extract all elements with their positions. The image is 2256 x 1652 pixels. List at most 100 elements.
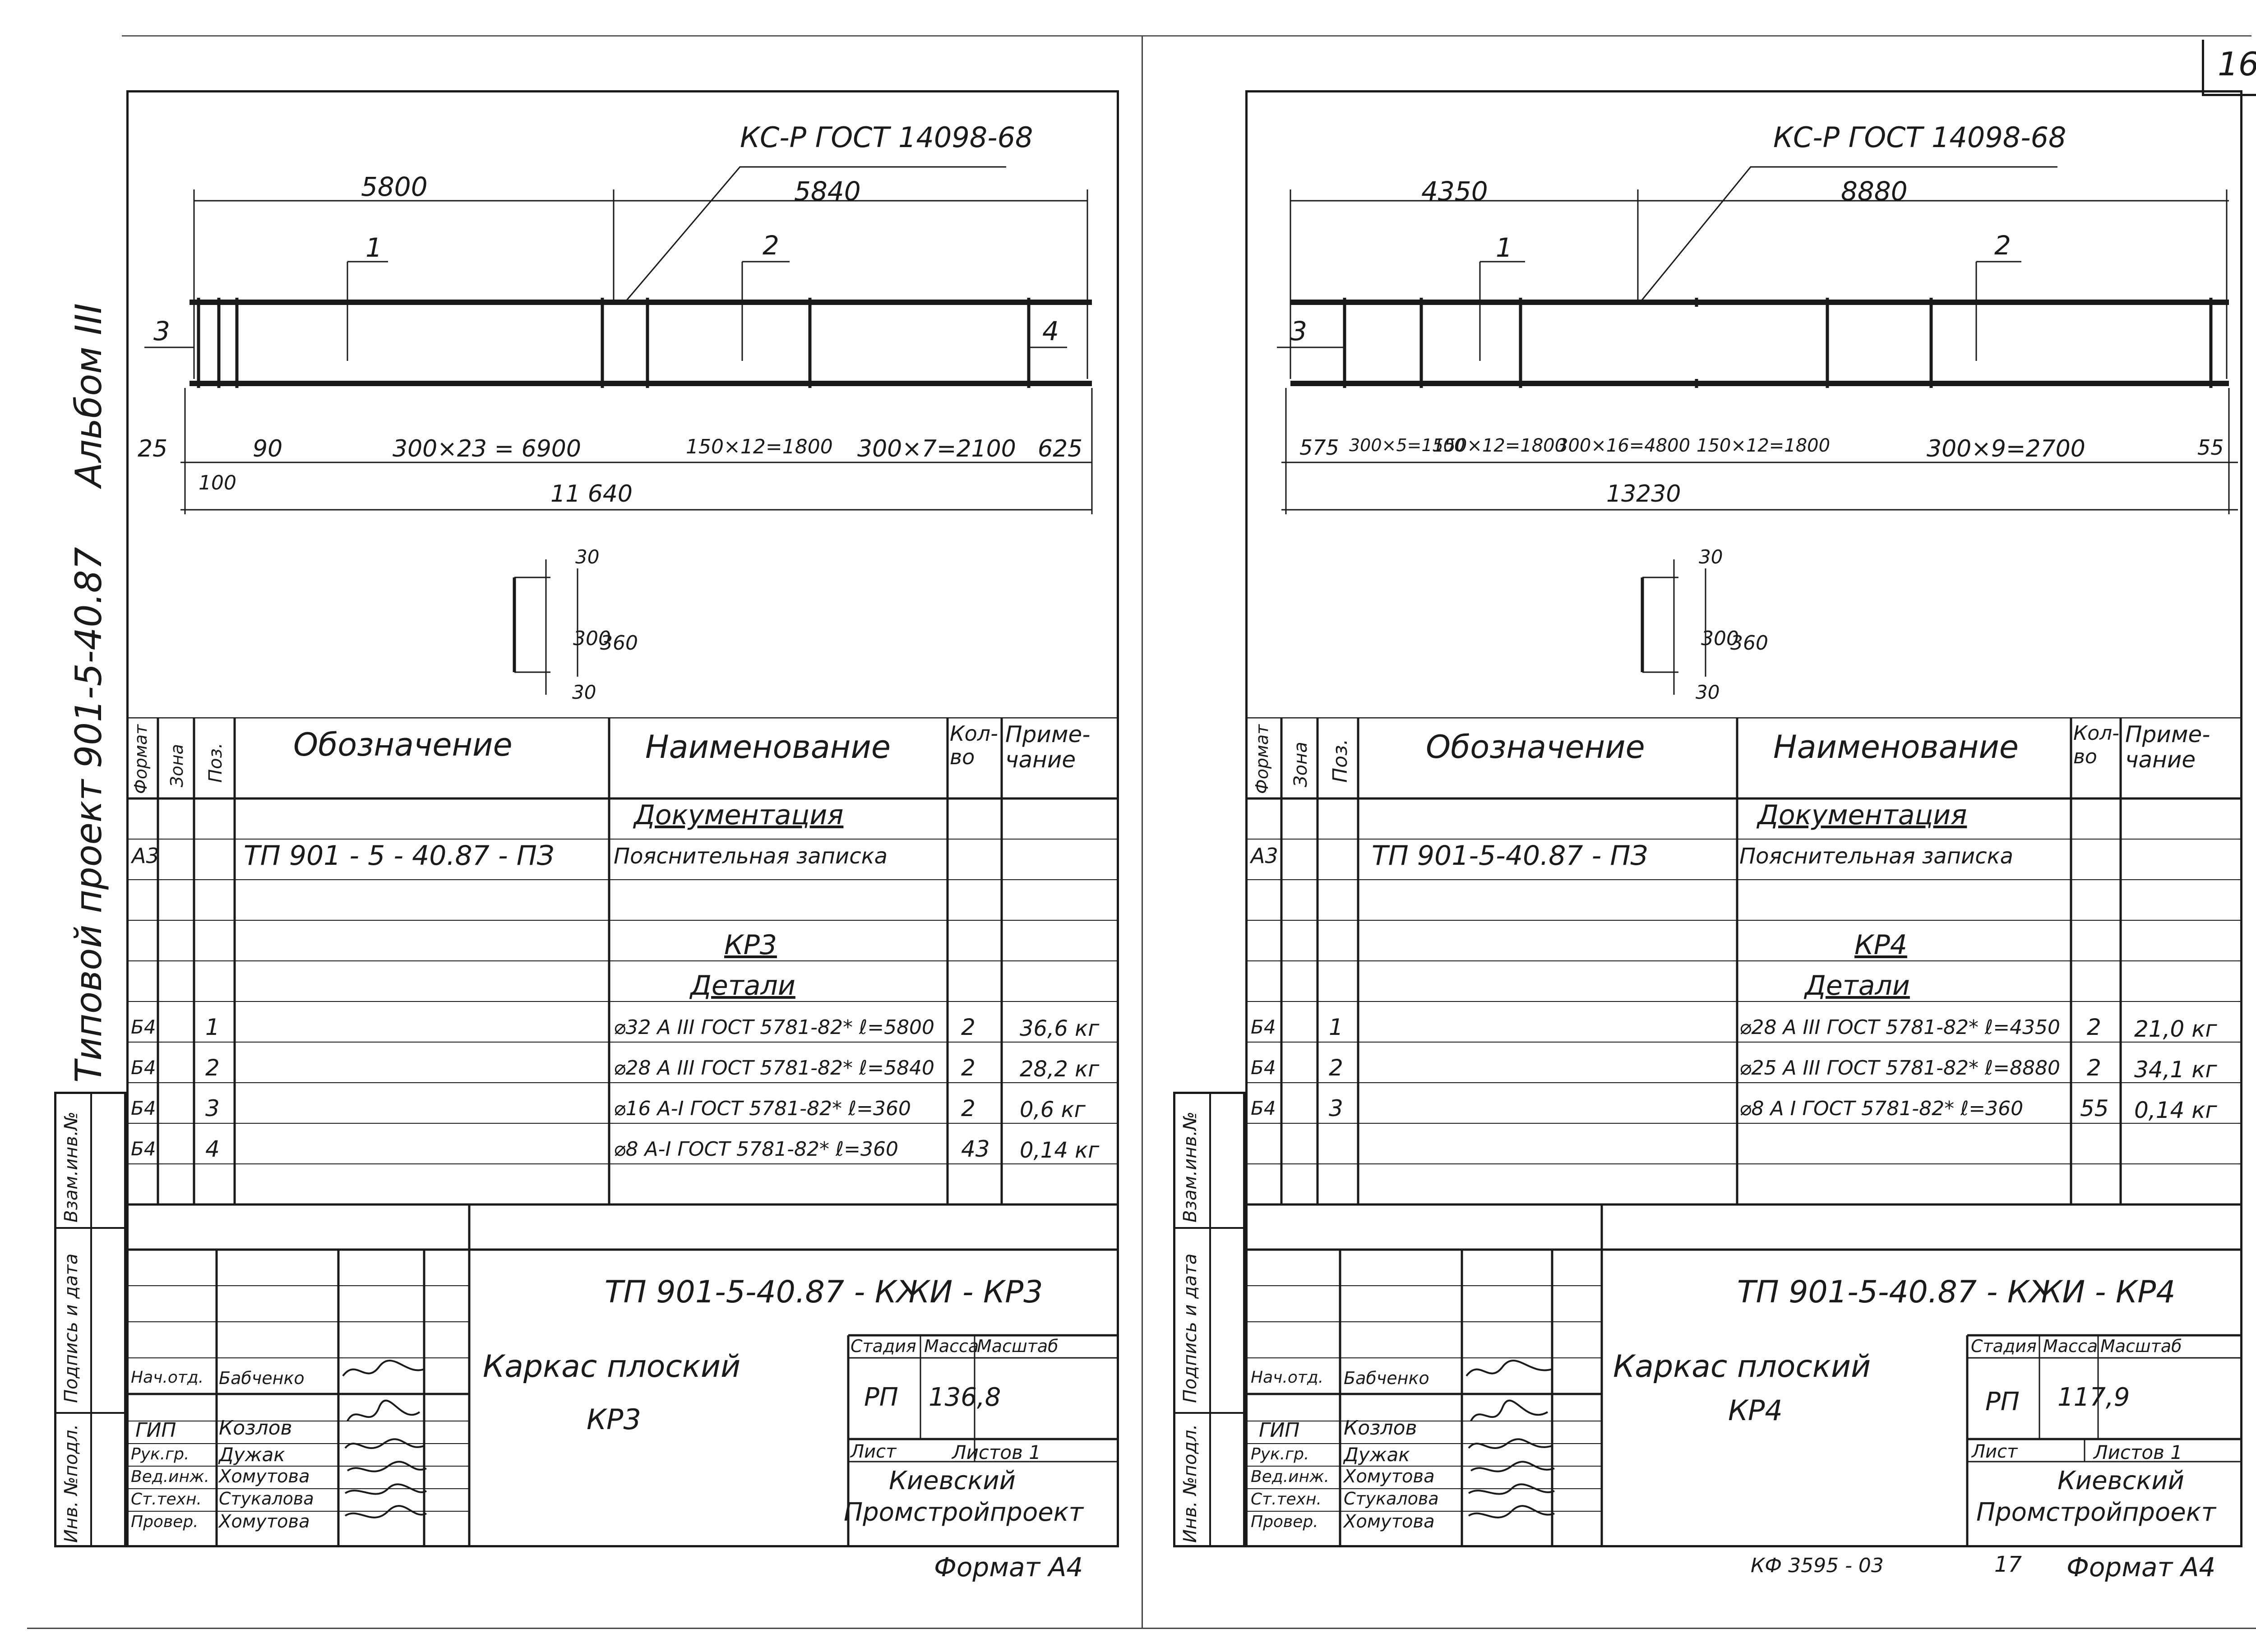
row-pos: 2 <box>205 1055 220 1081</box>
row-name: ⌀16 А-I ГОСТ 5781-82* ℓ=360 <box>614 1097 911 1120</box>
sheet-number: 16 <box>2218 45 2256 83</box>
sheets-count-label: Листов 1 <box>2094 1441 2182 1463</box>
mass-label: Масса <box>924 1336 979 1356</box>
org-name-line2: Промстройпроект <box>844 1498 1084 1527</box>
pos-label-3: 3 <box>1290 316 1307 346</box>
dim-bottom-4: 300×16=4800 <box>1557 435 1691 456</box>
staff-name: Стукалова <box>1344 1489 1439 1509</box>
staff-name: Стукалова <box>219 1489 314 1509</box>
row-pos: 4 <box>205 1136 220 1162</box>
staff-role: ГИП <box>135 1419 176 1442</box>
pos-label-1: 1 <box>365 232 382 263</box>
staff-name: Бабченко <box>1344 1368 1429 1388</box>
side-label-sign-date: Подпись и дата <box>61 1253 82 1403</box>
staff-role: Рук.гр. <box>131 1445 190 1463</box>
section-dim-outer: 360 <box>600 632 638 655</box>
item-code: КР3 <box>587 1403 641 1436</box>
col-header-note: Приме-чание <box>1005 721 1091 773</box>
col-header-qty: Кол-во <box>950 721 998 769</box>
staff-name: Хомутова <box>1344 1466 1435 1487</box>
staff-role: Вед.инж. <box>131 1467 209 1486</box>
row-format: Б4 <box>1251 1057 1276 1079</box>
row-pos: 1 <box>1329 1014 1343 1040</box>
frame-title: КР3 <box>724 929 777 961</box>
page-top-rule <box>122 35 2251 37</box>
row-format: Б4 <box>131 1097 156 1119</box>
row-format: Б4 <box>131 1138 156 1160</box>
stage-label: Стадия <box>1971 1336 2037 1356</box>
row-pos: 1 <box>205 1014 220 1040</box>
section-dim-outer: 360 <box>1730 632 1768 655</box>
dim-bottom-3: 150×12=1800 <box>1433 435 1567 456</box>
staff-name: Хомутова <box>1344 1511 1435 1532</box>
row-qty: 2 <box>2087 1055 2101 1081</box>
org-name-line2: Промстройпроект <box>1976 1498 2216 1527</box>
mass-label: Масса <box>2043 1336 2098 1356</box>
stage-value: РП <box>1985 1387 2020 1417</box>
sheets-count-label: Листов 1 <box>952 1441 1041 1463</box>
row-note: 28,2 кг <box>1020 1057 1100 1082</box>
signatures <box>1465 1360 1555 1518</box>
side-stamp-col <box>90 1092 92 1547</box>
details-title: Детали <box>690 970 795 1001</box>
doc-section-title: Документация <box>1757 799 1967 831</box>
doc-code: ТП 901-5-40.87 - КЖИ - КР4 <box>1737 1274 2176 1310</box>
sheet-frame <box>126 90 1119 1547</box>
staff-name: Хомутова <box>219 1466 310 1487</box>
sheet-number-box <box>2202 40 2256 96</box>
col-header-zone: Зона <box>1290 742 1311 787</box>
dim-bottom-7: 625 <box>1038 435 1083 462</box>
row-qty: 55 <box>2080 1095 2109 1121</box>
section-dim-inner: 300 <box>1701 627 1739 650</box>
staff-role: Ст.техн. <box>1251 1490 1322 1509</box>
dim-top-2: 5840 <box>794 176 861 207</box>
item-code: КР4 <box>1728 1394 1783 1427</box>
format-label: Формат А4 <box>934 1552 1083 1583</box>
pos-label-3: 3 <box>153 316 170 346</box>
dim-total: 13230 <box>1606 480 1681 508</box>
side-label-inv-orig: Инв. №подл. <box>61 1424 82 1543</box>
item-title: Каркас плоский <box>483 1349 741 1384</box>
row-name: ⌀8 А I ГОСТ 5781-82* ℓ=360 <box>1739 1097 2024 1120</box>
sheet-label: Лист <box>1972 1441 2018 1462</box>
row-qty: 2 <box>2087 1014 2101 1040</box>
row-format: Б4 <box>1251 1097 1276 1119</box>
pos-label-1: 1 <box>1496 232 1512 263</box>
side-stamp-col <box>1209 1092 1211 1547</box>
staff-name: Хомутова <box>219 1511 310 1532</box>
sheet-frame <box>1245 90 2242 1547</box>
format-label: Формат А4 <box>2066 1552 2216 1583</box>
col-header-pos: Поз. <box>1329 738 1352 783</box>
doc-row-designation: ТП 901-5-40.87 - ПЗ <box>1372 840 1648 872</box>
callout-label: КС-Р ГОСТ 14098-68 <box>740 121 1033 154</box>
staff-role: ГИП <box>1259 1419 1300 1442</box>
doc-row-name: Пояснительная записка <box>614 844 888 869</box>
doc-row-format: А3 <box>1251 844 1278 868</box>
stage-label: Стадия <box>851 1336 916 1356</box>
dim-bottom-3: 90 <box>253 435 283 462</box>
staff-name: Дужак <box>1344 1444 1410 1466</box>
row-format: Б4 <box>131 1057 156 1079</box>
dim-total: 11 640 <box>550 480 633 508</box>
col-header-note: Приме-чание <box>2125 721 2210 773</box>
staff-role: Нач.отд. <box>1251 1368 1324 1387</box>
row-format: Б4 <box>131 1016 156 1038</box>
staff-role: Провер. <box>1251 1513 1318 1531</box>
staff-name: Бабченко <box>219 1368 305 1388</box>
spec-table-grid <box>1245 717 2242 1547</box>
dim-bottom-6: 300×9=2700 <box>1927 435 2085 462</box>
row-note: 21,0 кг <box>2134 1016 2217 1042</box>
col-header-pos: Поз. <box>205 743 226 783</box>
col-header-zone: Зона <box>167 744 187 787</box>
doc-row-designation: ТП 901 - 5 - 40.87 - ПЗ <box>244 840 555 872</box>
org-name-line1: Киевский <box>889 1466 1016 1495</box>
dim-bottom-6: 300×7=2100 <box>857 435 1016 462</box>
details-title: Детали <box>1805 970 1910 1001</box>
page-bottom-rule <box>27 1628 2256 1629</box>
staff-role: Провер. <box>131 1513 199 1531</box>
dim-top-1: 4350 <box>1421 176 1488 207</box>
doc-code: ТП 901-5-40.87 - КЖИ - КР3 <box>605 1274 1043 1310</box>
spec-table-grid <box>126 717 1119 1547</box>
dim-top-2: 8880 <box>1841 176 1908 207</box>
col-header-designation: Обозначение <box>1426 729 1645 766</box>
